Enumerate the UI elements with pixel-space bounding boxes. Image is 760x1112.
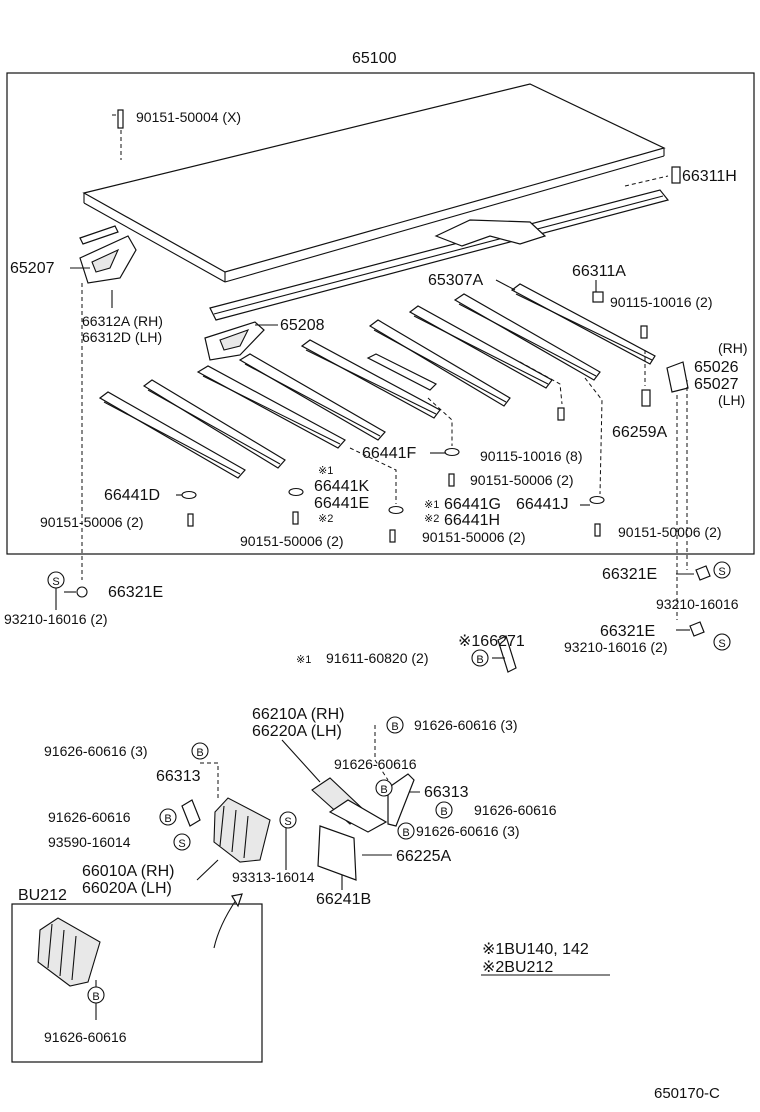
latch-assembly-left <box>181 797 271 863</box>
sym-s-4: S <box>178 838 185 850</box>
label-66321E-left: 66321E <box>108 584 163 601</box>
bracket-66271 <box>497 635 517 673</box>
sym-b-7: B <box>402 827 409 839</box>
label-66271: ※166271 <box>458 633 525 650</box>
label-66441H: 66441H <box>444 512 500 529</box>
label-bolt-inset: 91626-60616 <box>44 1029 127 1045</box>
label-bolt-91626-right: 91626-60616 <box>474 802 557 818</box>
label-rh: (RH) <box>718 340 748 356</box>
label-bolt-a: 90115-10016 (2) <box>610 294 712 310</box>
sym-b-5: B <box>380 784 387 796</box>
leader-lines <box>64 267 694 976</box>
sym-b-8: B <box>92 991 99 1003</box>
hinge-assembly-center <box>311 773 415 881</box>
label-66321E-right2: 66321E <box>600 623 655 640</box>
label-bolt-91626-3r: 91626-60616 (3) <box>416 823 520 839</box>
label-screw-f: 90151-50006 (2) <box>470 472 574 488</box>
label-bolt-b: 90115-10016 (8) <box>480 448 582 464</box>
label-bu212: BU212 <box>18 887 67 904</box>
diagram-reference: 650170-C <box>654 1085 720 1102</box>
label-66225A: 66225A <box>396 848 451 865</box>
label-66241B: 66241B <box>316 891 371 908</box>
part-labels: 65100 90151-50004 (X) 66311H 65207 66312… <box>4 50 748 1102</box>
note-star1: ※1BU140, 142 <box>482 941 589 958</box>
sym-s-5: S <box>284 816 291 828</box>
nuts <box>55 565 711 637</box>
detail-arrow <box>213 899 237 949</box>
sym-b-3: B <box>164 813 171 825</box>
label-65026: 65026 <box>694 359 739 376</box>
label-66441G: 66441G <box>444 496 501 513</box>
label-screw-93590: 93590-16014 <box>48 834 131 850</box>
label-screw-e: 90151-50006 (2) <box>240 533 344 549</box>
label-bolt-91626-3l: 91626-60616 (3) <box>44 743 148 759</box>
label-lh: (LH) <box>718 392 745 408</box>
label-66210A: 66210A (RH) <box>252 706 345 723</box>
sym-b-1: B <box>476 654 483 666</box>
label-screw-top: 90151-50004 (X) <box>136 109 241 125</box>
center-bracket <box>434 219 547 247</box>
sym-s-2: S <box>718 566 725 578</box>
label-66313-right: 66313 <box>424 784 469 801</box>
label-65207: 65207 <box>10 260 55 277</box>
label-66441J: 66441J <box>516 496 569 513</box>
long-rail-left <box>79 225 119 245</box>
label-65100: 65100 <box>352 50 397 67</box>
label-66441F: 66441F <box>362 445 416 462</box>
note-star2: ※2BU212 <box>482 959 553 976</box>
label-nut-right2: 93210-16016 (2) <box>564 639 668 655</box>
label-screw-j: 90151-50006 (2) <box>618 524 722 540</box>
hardware <box>117 109 689 543</box>
label-66313-left: 66313 <box>156 768 201 785</box>
label-66312D: 66312D (LH) <box>82 329 162 345</box>
label-66020A: 66020A (LH) <box>82 880 172 897</box>
label-star1-k: ※1 <box>318 465 333 477</box>
label-65027: 65027 <box>694 376 739 393</box>
label-star2-h: ※2 <box>424 513 439 525</box>
sym-s-1: S <box>52 576 59 588</box>
label-66010A: 66010A (RH) <box>82 863 175 880</box>
sym-b-4: B <box>391 721 398 733</box>
cross-members <box>98 283 656 479</box>
label-star1-g: ※1 <box>424 499 439 511</box>
label-star2-e: ※2 <box>318 513 333 525</box>
label-66259A: 66259A <box>612 424 667 441</box>
label-screw-d: 90151-50006 (2) <box>40 514 144 530</box>
label-66311A: 66311A <box>572 263 626 280</box>
symbol-markers: S S S B B B S S B B B B B <box>47 561 731 1004</box>
sym-b-2: B <box>196 747 203 759</box>
inset-frame-bu212 <box>11 903 263 1063</box>
label-66311H: 66311H <box>682 168 737 185</box>
label-nut-left: 93210-16016 (2) <box>4 611 108 627</box>
label-65208: 65208 <box>280 317 325 334</box>
label-66321E-right1: 66321E <box>602 566 657 583</box>
label-bolt-91626-left: 91626-60616 <box>48 809 131 825</box>
label-66441K: 66441K <box>314 478 369 495</box>
label-bolt-91626-3a: 91626-60616 (3) <box>414 717 518 733</box>
sym-b-6: B <box>440 806 447 818</box>
inset-latch <box>37 917 101 987</box>
label-66312A: 66312A (RH) <box>82 313 163 329</box>
label-screw-93313: 93313-16014 <box>232 869 315 885</box>
sym-s-3: S <box>718 638 725 650</box>
label-66220A: 66220A (LH) <box>252 723 342 740</box>
label-66441D: 66441D <box>104 487 160 504</box>
label-nut-right1: 93210-16016 <box>656 596 739 612</box>
label-bolt-91626-mid: 91626-60616 <box>334 756 417 772</box>
guide-lines <box>81 114 688 800</box>
label-bolt-66271: 91611-60820 (2) <box>326 650 428 666</box>
label-screw-h: 90151-50006 (2) <box>422 529 526 545</box>
assembly-frame <box>6 72 755 555</box>
label-65307A: 65307A <box>428 272 483 289</box>
label-star1-bolt: ※1 <box>296 654 311 666</box>
label-66441E: 66441E <box>314 495 369 512</box>
